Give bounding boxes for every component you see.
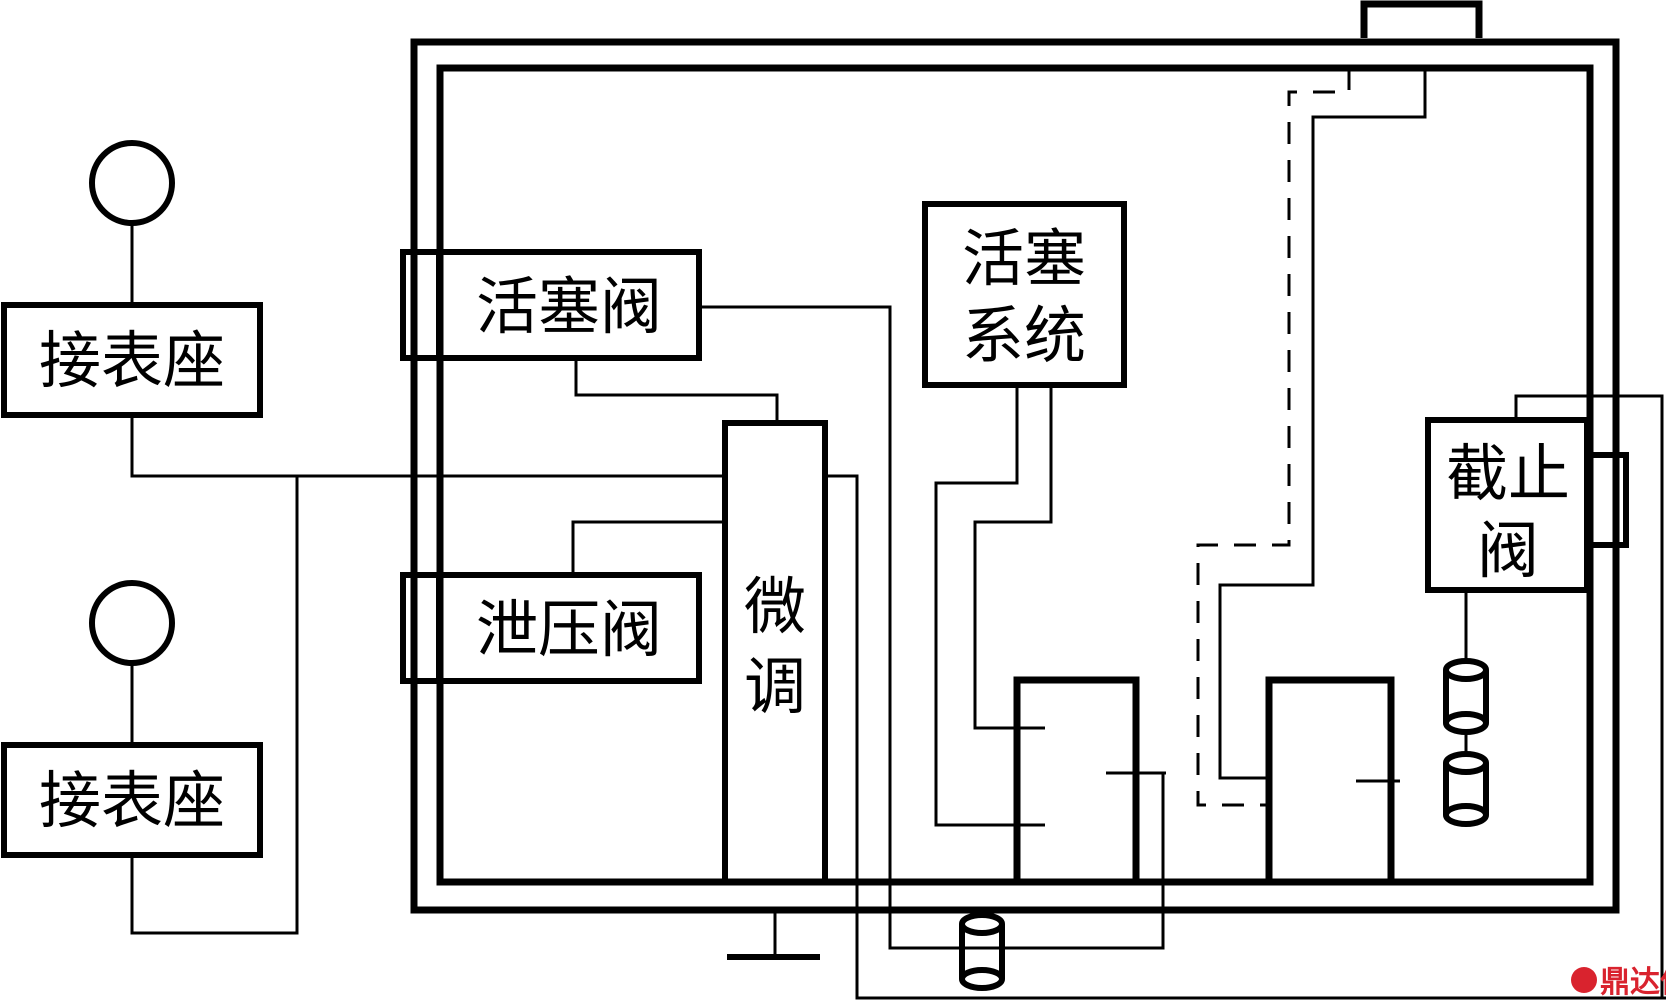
piston-system-label-1: 活塞	[962, 222, 1086, 295]
relief-valve-label: 泄压阀	[476, 593, 662, 666]
piston-valve-label: 活塞阀	[476, 270, 662, 343]
stop-valve-wall-port	[1587, 452, 1629, 548]
gauge-seat-lower-box[interactable]	[1, 742, 263, 858]
chamber-left	[1013, 676, 1140, 882]
piston-valve-wall-port	[400, 249, 442, 361]
cylinder-icon-bottom	[959, 912, 1005, 991]
stop-valve-label-2: 阀	[1477, 514, 1539, 587]
gauge-seat-upper-box[interactable]	[1, 302, 263, 418]
relief-valve-wall-port	[400, 572, 442, 684]
pipe-piston-system-left	[934, 388, 1045, 827]
gauge-seat-upper-label: 接表座	[39, 324, 225, 397]
pipe-top-port-dashed	[1196, 68, 1351, 807]
pipe-gauge-upper	[130, 418, 725, 478]
relief-valve-box[interactable]	[437, 572, 702, 684]
top-port	[1360, 0, 1483, 38]
stop-valve-box[interactable]	[1425, 417, 1590, 593]
fine-adjust-label-1: 微	[744, 570, 806, 643]
pipe-fine-adjust-right	[828, 474, 1666, 1000]
cylinder-icon-right-top	[1443, 658, 1489, 735]
piston-system-label-2: 系统	[962, 299, 1086, 372]
stop-valve-label-1: 截止	[1446, 437, 1570, 510]
piston-system-box[interactable]	[922, 201, 1127, 388]
pipe-relief-valve-to-fine-adjust	[571, 520, 725, 575]
pipe-gauge-lower	[130, 476, 299, 935]
watermark: 鼎达信	[1571, 965, 1666, 1000]
pipe-stop-valve-top	[1514, 394, 1664, 998]
pipe-top-port-solid	[1218, 68, 1427, 780]
piston-valve-box[interactable]	[437, 249, 702, 361]
watermark-logo-icon	[1571, 967, 1597, 993]
pipe-piston-system-right	[973, 388, 1053, 730]
pipe-piston-valve-to-fine-adjust	[574, 361, 779, 423]
pressure-gauge-icon-lower	[89, 580, 175, 666]
fine-adjust-box[interactable]	[722, 420, 828, 885]
fine-adjust-label-2: 调	[744, 650, 806, 723]
pressure-gauge-icon-upper	[89, 140, 175, 226]
gauge-seat-lower-label: 接表座	[39, 764, 225, 837]
cylinder-icon-right-bottom	[1443, 751, 1489, 827]
watermark-text: 鼎达信	[1600, 965, 1666, 1000]
